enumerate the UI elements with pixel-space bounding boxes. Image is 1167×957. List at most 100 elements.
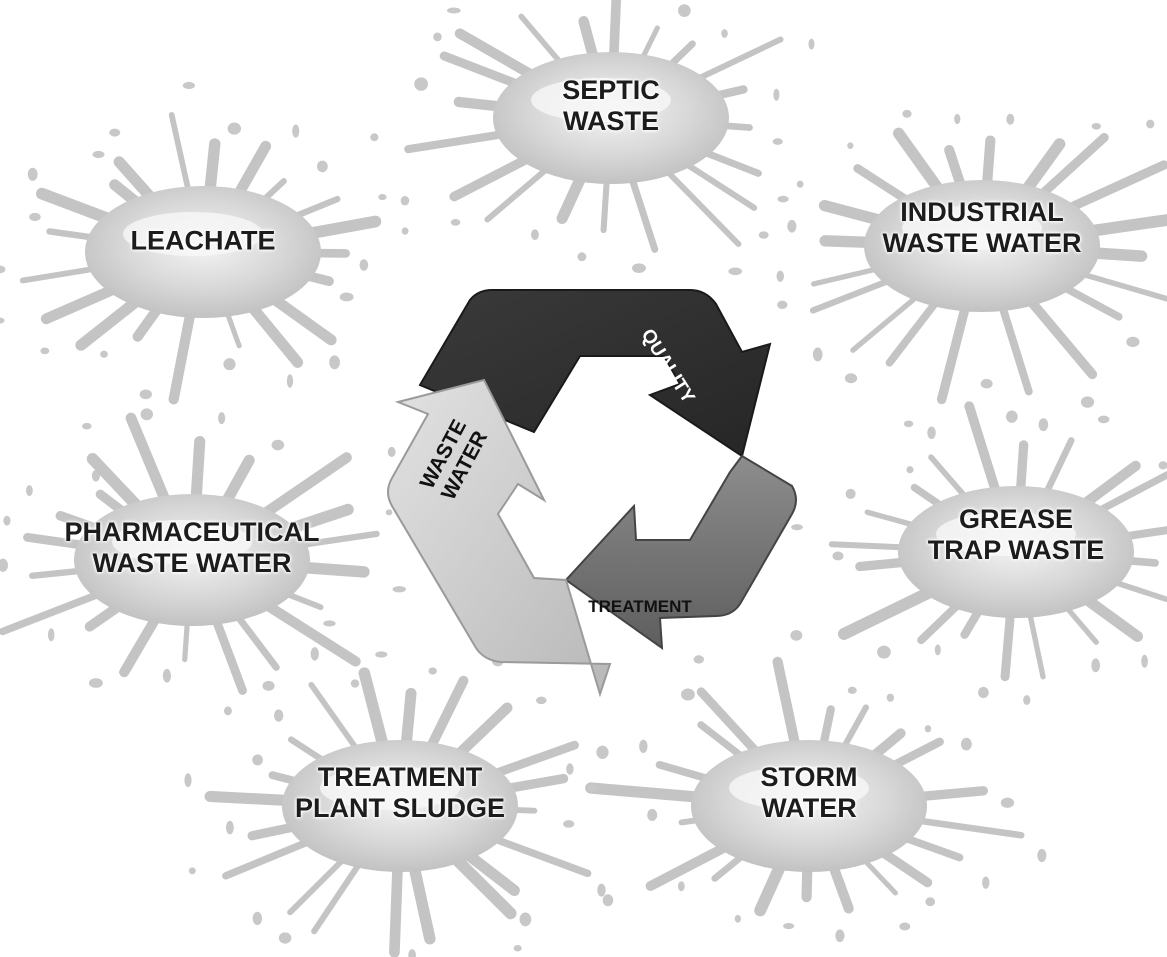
splash-leachate <box>0 81 409 421</box>
splash-droplet <box>776 270 784 282</box>
quality-arrow <box>418 289 772 458</box>
splash-droplet <box>1097 415 1110 424</box>
splash-droplet <box>978 686 989 699</box>
splash-droplet <box>88 678 103 688</box>
splash-droplet <box>184 773 192 788</box>
splash-droplet <box>0 558 9 572</box>
splash-droplet <box>227 122 242 135</box>
splash-droplet <box>1158 461 1167 470</box>
splash-droplet <box>292 124 300 138</box>
splash-droplet <box>1091 122 1101 130</box>
splash-droplet <box>899 922 911 931</box>
splash-droplet <box>40 347 50 355</box>
splash-droplet <box>323 620 336 627</box>
splash-droplet <box>835 929 845 943</box>
splash-droplet <box>783 923 795 930</box>
splash-droplet <box>519 912 532 927</box>
splash-droplet <box>602 894 614 907</box>
splash-droplet <box>218 412 226 425</box>
splash-droplet <box>375 651 388 658</box>
splash-highlight <box>123 212 263 256</box>
splash-droplet <box>350 679 360 688</box>
splash-highlight <box>320 766 460 810</box>
splash-droplet <box>100 350 108 358</box>
splash-droplet <box>408 949 416 957</box>
splash-droplet <box>877 645 891 659</box>
splash-droplet <box>0 265 6 274</box>
splash-droplet <box>845 488 856 500</box>
splash-droplet <box>1080 396 1095 408</box>
splash-droplet <box>392 586 406 593</box>
splash-droplet <box>1038 418 1049 432</box>
splash-droplet <box>450 219 461 226</box>
splash-streak <box>655 159 742 248</box>
splash-droplet <box>82 422 92 430</box>
splash-droplet <box>433 32 442 42</box>
splash-droplet <box>677 881 685 892</box>
splash-droplet <box>162 668 172 683</box>
splash-droplet <box>728 267 743 276</box>
splash-droplet <box>1126 336 1140 347</box>
splash-droplet <box>286 374 294 388</box>
splash-streak <box>358 667 391 759</box>
splash-industrial <box>776 109 1167 428</box>
splash-droplet <box>29 212 41 222</box>
splash-droplet <box>310 647 319 661</box>
splash-droplet <box>536 696 547 705</box>
splash-droplet <box>721 29 728 38</box>
splash-droplet <box>225 820 234 835</box>
splash-droplet <box>1141 654 1148 668</box>
splash-droplet <box>847 686 857 694</box>
splash-droplet <box>597 883 606 897</box>
splash-droplet <box>182 81 196 90</box>
source-label-leachate: LEACHATE <box>130 225 276 256</box>
splash-droplet <box>27 167 38 181</box>
splash-droplet <box>1023 695 1031 706</box>
splash-droplet <box>92 150 105 159</box>
splash-droplet <box>772 138 783 145</box>
splash-droplet <box>1091 658 1101 673</box>
splash-droplet <box>924 725 932 733</box>
splash-droplet <box>954 113 961 125</box>
splash-droplet <box>223 358 236 371</box>
splash-droplet <box>329 355 340 370</box>
splash-droplet <box>139 389 152 400</box>
splash-storm <box>566 630 1047 943</box>
splash-droplet <box>587 784 597 792</box>
splash-droplet <box>1146 119 1155 129</box>
splash-droplet <box>400 196 410 206</box>
splash-droplet <box>844 373 858 384</box>
splash-septic <box>370 0 815 276</box>
splash-droplet <box>0 317 5 324</box>
splash-droplet <box>787 219 797 233</box>
splash-droplet <box>316 160 328 173</box>
splash-droplet <box>902 109 912 118</box>
splash-droplet <box>274 709 284 722</box>
splash-droplet <box>513 945 522 952</box>
splash-droplet <box>808 38 815 50</box>
splash-droplet <box>678 4 691 17</box>
splash-droplet <box>577 252 587 262</box>
splash-droplet <box>262 680 275 691</box>
splash-droplet <box>3 515 11 526</box>
splash-droplet <box>791 524 803 531</box>
splash-droplet <box>223 706 232 716</box>
splash-droplet <box>188 867 196 875</box>
splash-droplet <box>596 745 609 760</box>
splash-droplet <box>414 77 429 91</box>
splash-highlight <box>902 206 1042 250</box>
splash-droplet <box>693 655 705 664</box>
splash-droplet <box>773 88 780 101</box>
splash-droplet <box>927 426 936 440</box>
splash-droplet <box>252 754 263 766</box>
splash-droplet <box>109 128 121 137</box>
splash-droplet <box>47 628 55 642</box>
waste-water-arrow <box>387 378 612 698</box>
splash-droplet <box>1000 797 1015 808</box>
